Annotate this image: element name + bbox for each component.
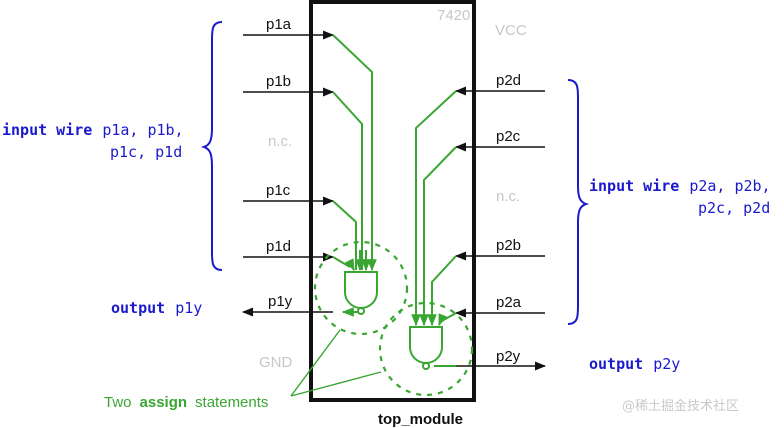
module-name: top_module xyxy=(378,411,463,428)
pin-label-p1a: p1a xyxy=(266,16,292,33)
left-pin-wires xyxy=(241,30,335,317)
assign-note: Two assign statements xyxy=(104,394,268,411)
pin-label-p2c: p2c xyxy=(496,128,521,145)
pin-label-p1y: p1y xyxy=(268,293,293,310)
assign-pointers xyxy=(290,329,382,397)
pin-label-p1d: p1d xyxy=(266,238,291,255)
chip-part-number: 7420 xyxy=(437,7,470,24)
pin-label-gnd: GND xyxy=(259,354,293,371)
internal-logic xyxy=(332,34,457,367)
assign-highlight-2 xyxy=(378,301,474,397)
pin-label-p1b: p1b xyxy=(266,73,291,90)
left-input-brace xyxy=(200,21,223,271)
right-input-brace xyxy=(567,79,590,325)
pin-label-p2b: p2b xyxy=(496,237,521,254)
right-output-annotation: output p2y xyxy=(589,355,680,373)
right-pin-wires xyxy=(454,86,547,371)
watermark: @稀土掘金技术社区 xyxy=(622,398,739,414)
nand-gate-2 xyxy=(409,326,443,370)
pin-label-nc-right: n.c. xyxy=(496,188,520,205)
nand-gate-1 xyxy=(344,271,378,315)
chip-body xyxy=(309,0,476,402)
left-input-annotation: input wire p1a, p1b, xyxy=(2,121,184,139)
left-output-annotation: output p1y xyxy=(111,299,202,317)
pin-label-vcc: VCC xyxy=(495,22,527,39)
right-input-annotation: input wire p2a, p2b, xyxy=(589,177,771,195)
pin-label-p1c: p1c xyxy=(266,182,291,199)
pin-label-nc-left: n.c. xyxy=(268,133,292,150)
pin-label-p2a: p2a xyxy=(496,294,522,311)
right-input-annotation-line2: p2c, p2d xyxy=(698,199,770,217)
assign-highlight-1 xyxy=(313,240,409,336)
pin-label-p2y: p2y xyxy=(496,348,521,365)
pin-label-p2d: p2d xyxy=(496,72,521,89)
left-input-annotation-line2: p1c, p1d xyxy=(110,143,182,161)
